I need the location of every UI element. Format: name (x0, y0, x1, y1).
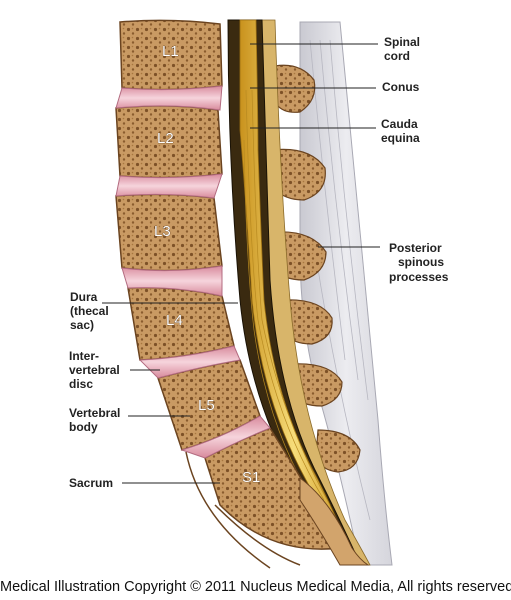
vertebra-label-l4: L4 (166, 312, 183, 329)
copyright-notice: Medical Illustration Copyright © 2011 Nu… (0, 579, 511, 595)
intervertebral-discs (115, 85, 271, 459)
label-spinal-cord: Spinal cord (384, 35, 423, 63)
label-dura: Dura (thecal sac) (70, 290, 112, 332)
vertebra-label-l3: L3 (154, 223, 171, 240)
spinal-cord (239, 19, 349, 549)
label-sacrum: Sacrum (69, 476, 113, 490)
vertebra-label-l2: L2 (157, 130, 174, 147)
sacrum-lower (299, 477, 370, 566)
ligament-fibers (309, 39, 371, 521)
leader-lines (102, 43, 380, 484)
label-conus: Conus (382, 80, 420, 94)
vertebra-label-l1: L1 (162, 43, 179, 60)
vertebra-label-l5: L5 (198, 397, 215, 414)
label-intervertebral-disc: Inter- vertebral disc (69, 349, 123, 391)
sacral-outline (185, 451, 301, 569)
label-posterior-spinous-processes: Posterior spinous processes (389, 241, 449, 284)
vertebra-label-s1: S1 (242, 469, 260, 486)
label-vertebral-body: Vertebral body (69, 406, 124, 434)
cauda-equina-fibers (243, 89, 331, 506)
label-cauda-equina: Cauda equina (381, 117, 421, 145)
